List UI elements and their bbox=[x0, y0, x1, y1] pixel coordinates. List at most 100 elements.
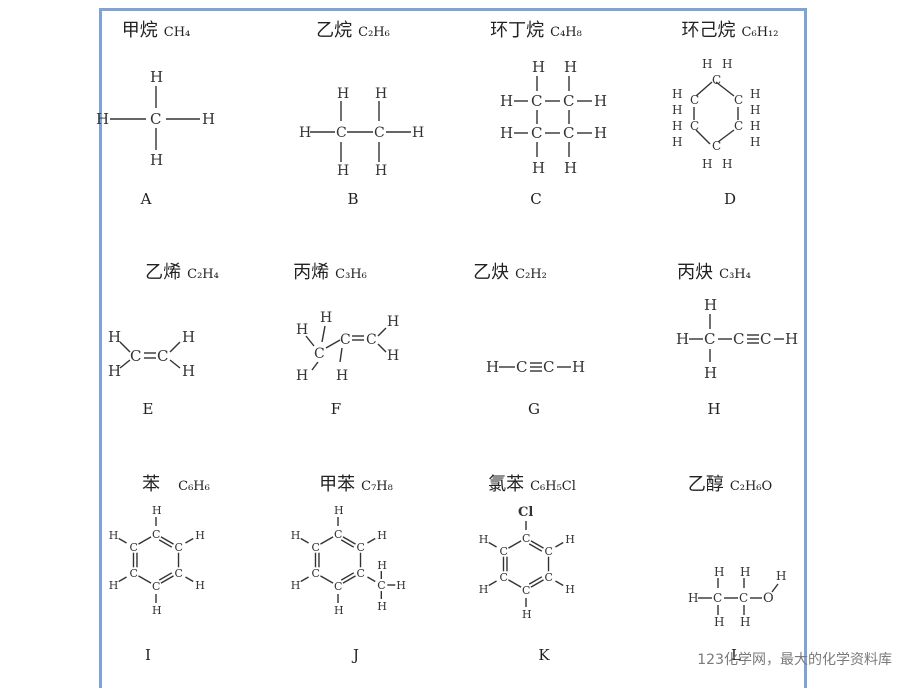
chlorine-atom: Cl bbox=[518, 505, 533, 520]
hydrogen-atom: H bbox=[377, 600, 387, 613]
bond-line bbox=[138, 575, 152, 584]
hydrogen-atom: H bbox=[565, 533, 575, 546]
molecule-name: 乙烯 bbox=[145, 262, 182, 283]
carbon-atom: C bbox=[340, 332, 351, 348]
hydrogen-atom: H bbox=[532, 58, 545, 76]
carbon-atom: C bbox=[563, 124, 574, 142]
hydrogen-atom: H bbox=[202, 110, 215, 128]
bond-line bbox=[185, 537, 194, 544]
hydrogen-atom: H bbox=[296, 322, 308, 338]
hydrogen-atom: H bbox=[152, 604, 162, 617]
bond-line bbox=[300, 576, 309, 583]
carbon-atom: C bbox=[334, 580, 342, 593]
molecule-formula: C₄H₈ bbox=[550, 25, 582, 40]
hydrogen-atom: H bbox=[334, 604, 344, 617]
molecule-letter: C bbox=[530, 190, 542, 208]
hydrogen-atom: H bbox=[676, 330, 689, 348]
carbon-atom: C bbox=[129, 567, 137, 580]
bond-line bbox=[695, 81, 713, 97]
carbon-atom: C bbox=[516, 358, 527, 376]
carbon-atom: C bbox=[531, 92, 542, 110]
carbon-atom: C bbox=[739, 591, 748, 605]
hydrogen-atom: H bbox=[109, 529, 119, 542]
hydrogen-atom: H bbox=[594, 124, 607, 142]
hydrogen-atom: H bbox=[377, 529, 387, 542]
carbon-atom: C bbox=[713, 591, 722, 605]
hydrogen-atom: H bbox=[182, 328, 195, 346]
hydrogen-atom: H bbox=[500, 124, 513, 142]
molecule-formula: C₆H₅Cl bbox=[530, 479, 576, 494]
carbon-atom: C bbox=[690, 119, 699, 133]
bond-line bbox=[169, 359, 181, 369]
hydrogen-atom: H bbox=[387, 348, 399, 364]
hydrogen-atom: H bbox=[672, 87, 682, 101]
bond-line bbox=[528, 543, 543, 552]
hydrogen-atom: H bbox=[109, 579, 119, 592]
molecule-name: 乙炔 bbox=[473, 262, 510, 283]
molecule-name: 苯 bbox=[142, 474, 161, 495]
carbon-atom: C bbox=[311, 541, 319, 554]
molecule-formula: C₂H₆O bbox=[729, 479, 773, 494]
hydrogen-atom: H bbox=[150, 151, 163, 169]
structure-ethane: H C C H H H H H bbox=[299, 86, 424, 179]
hydrogen-atom: H bbox=[722, 57, 732, 71]
hydrogen-atom: H bbox=[522, 608, 532, 621]
bond-line bbox=[321, 325, 326, 343]
carbon-atom: C bbox=[543, 358, 554, 376]
hydrogen-atom: H bbox=[565, 583, 575, 596]
hydrogen-atom: H bbox=[672, 103, 682, 117]
hydrogen-atom: H bbox=[387, 314, 399, 330]
hydrogen-atom: H bbox=[564, 58, 577, 76]
hydrogen-atom: H bbox=[412, 125, 424, 141]
carbon-atom: C bbox=[336, 125, 347, 141]
carbon-atom: C bbox=[175, 541, 183, 554]
oxygen-atom: O bbox=[763, 591, 774, 606]
molecule-formula: C₆H₆ bbox=[178, 479, 210, 494]
structure-ethene: HH C C HH bbox=[108, 328, 195, 380]
carbon-atom: C bbox=[150, 110, 161, 128]
carbon-atom: C bbox=[366, 332, 377, 348]
molecule-name: 环己烷 bbox=[681, 20, 736, 41]
molecule-name: 丙烯 bbox=[293, 262, 330, 283]
carbon-atom: C bbox=[157, 347, 168, 365]
hydrogen-atom: H bbox=[776, 569, 786, 583]
structure-ethyne: H C C H bbox=[486, 358, 585, 376]
structure-propyne: H H C C C H H bbox=[676, 296, 798, 382]
carbon-atom: C bbox=[734, 93, 743, 107]
bond-line bbox=[488, 580, 497, 587]
molecule-formula: C₆H₁₂ bbox=[741, 25, 779, 40]
molecule-formula: C₃H₄ bbox=[719, 267, 751, 282]
hydrogen-atom: H bbox=[108, 362, 121, 380]
hydrogen-atom: H bbox=[152, 504, 162, 517]
bond-line bbox=[325, 339, 341, 349]
carbon-atom: C bbox=[522, 584, 530, 597]
bond-line bbox=[377, 343, 387, 353]
molecule-formula: C₇H₈ bbox=[361, 479, 393, 494]
hydrogen-atom: H bbox=[714, 565, 724, 579]
bond-line bbox=[118, 537, 127, 544]
bond-line bbox=[119, 341, 131, 353]
hydrogen-atom: H bbox=[195, 529, 205, 542]
bond-line bbox=[158, 539, 173, 548]
carbon-atom: C bbox=[374, 125, 385, 141]
carbon-atom: C bbox=[357, 567, 365, 580]
hydrogen-atom: H bbox=[740, 565, 750, 579]
molecule-name: 氯苯 bbox=[488, 474, 525, 495]
hydrogen-atom: H bbox=[704, 296, 717, 314]
hydrogen-atom: H bbox=[785, 330, 798, 348]
hydrogen-atom: H bbox=[337, 163, 349, 179]
carbon-atom: C bbox=[377, 579, 385, 592]
hydrogen-atom: H bbox=[96, 110, 109, 128]
carbon-atom: C bbox=[563, 92, 574, 110]
hydrogen-atom: H bbox=[479, 583, 489, 596]
bond-line bbox=[367, 576, 376, 583]
hydrogen-atom: H bbox=[296, 368, 308, 384]
hydrogen-atom: H bbox=[750, 103, 760, 117]
